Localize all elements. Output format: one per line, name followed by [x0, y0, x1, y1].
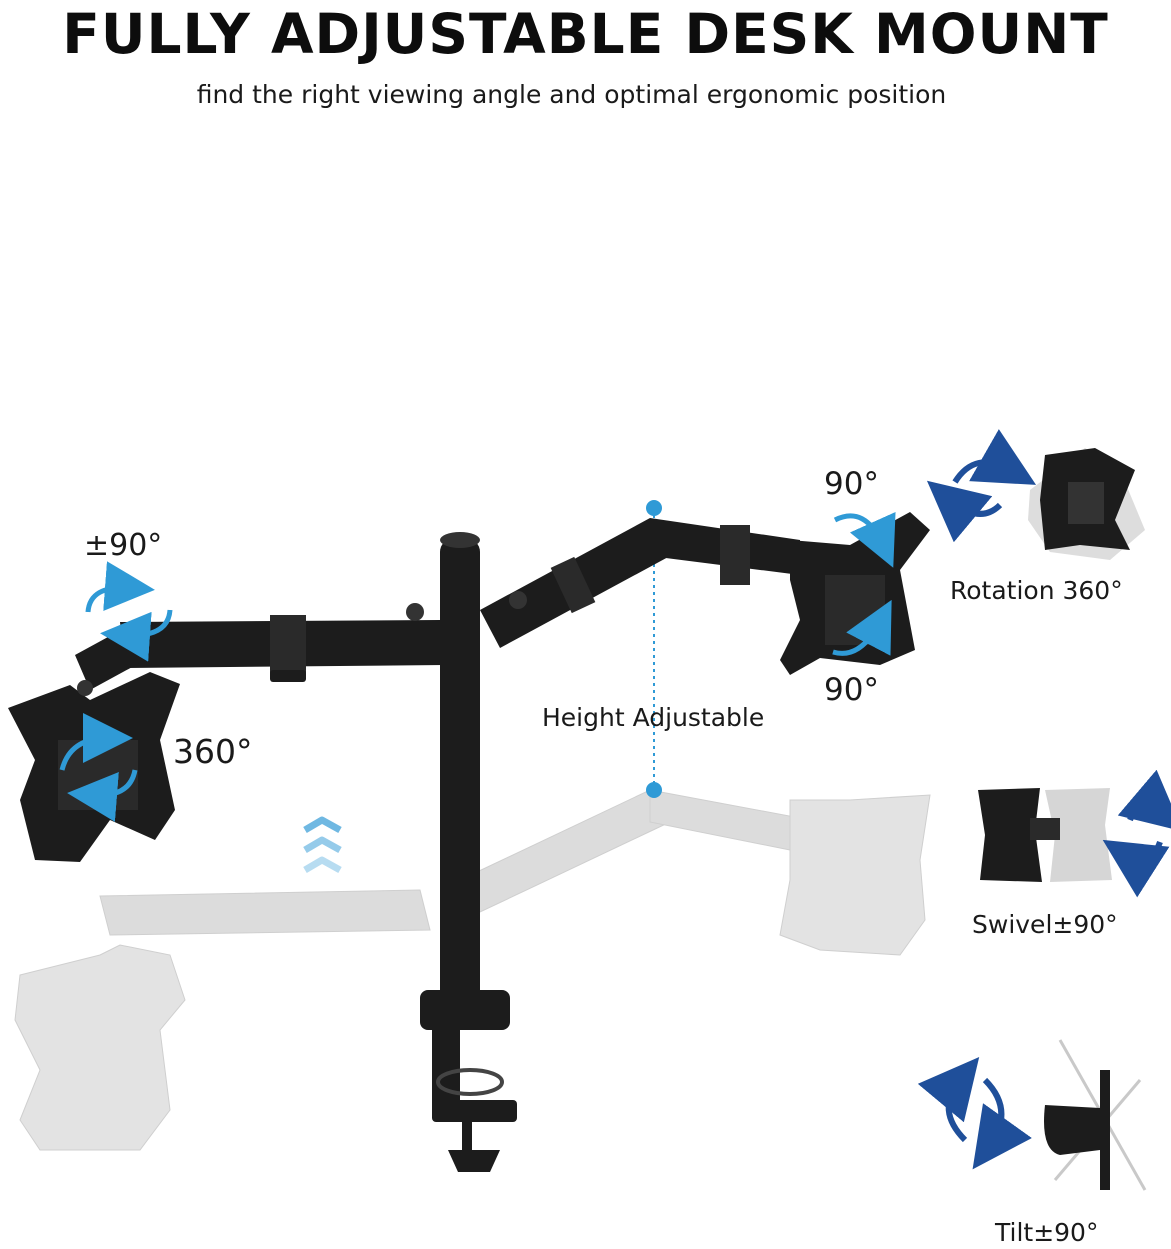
- tilt-arrows-icon: [917, 1056, 1032, 1170]
- rotation-feature-label: Rotation 360°: [950, 576, 1123, 605]
- page-subtitle: find the right viewing angle and optimal…: [196, 80, 947, 109]
- left-tilt-arrows-icon: [85, 561, 173, 662]
- swivel-feature-label: Swivel±90°: [972, 910, 1118, 939]
- ghost-arm-lowered: [14, 789, 931, 1151]
- page-title: FULLY ADJUSTABLE DESK MOUNT: [62, 2, 1109, 66]
- left-rotation-arrows-icon: [59, 713, 138, 822]
- right-bottom-angle-label: 90°: [824, 672, 879, 708]
- right-top-arrow-icon: [833, 511, 896, 568]
- height-adjustable-label: Height Adjustable: [542, 703, 765, 732]
- left-rotation-label: 360°: [173, 732, 253, 771]
- tilt-plate-icon: [1044, 1039, 1147, 1191]
- rotation-plate-icon: [1028, 448, 1145, 560]
- right-top-angle-label: 90°: [824, 466, 879, 502]
- raise-chevrons-icon: [303, 816, 342, 874]
- tilt-feature-label: Tilt±90°: [995, 1218, 1099, 1247]
- height-indicator: [646, 500, 662, 798]
- swivel-plates-icon: [978, 788, 1112, 882]
- pole: [420, 532, 517, 1172]
- right-arm: [480, 518, 800, 648]
- left-vesa-plate: [8, 672, 180, 862]
- left-arm: [75, 603, 445, 690]
- swivel-arrows-icon: [1102, 769, 1171, 898]
- right-bottom-arrow-icon: [832, 599, 892, 656]
- rotation-arrows-icon: [926, 429, 1037, 543]
- left-tilt-label: ±90°: [84, 528, 163, 563]
